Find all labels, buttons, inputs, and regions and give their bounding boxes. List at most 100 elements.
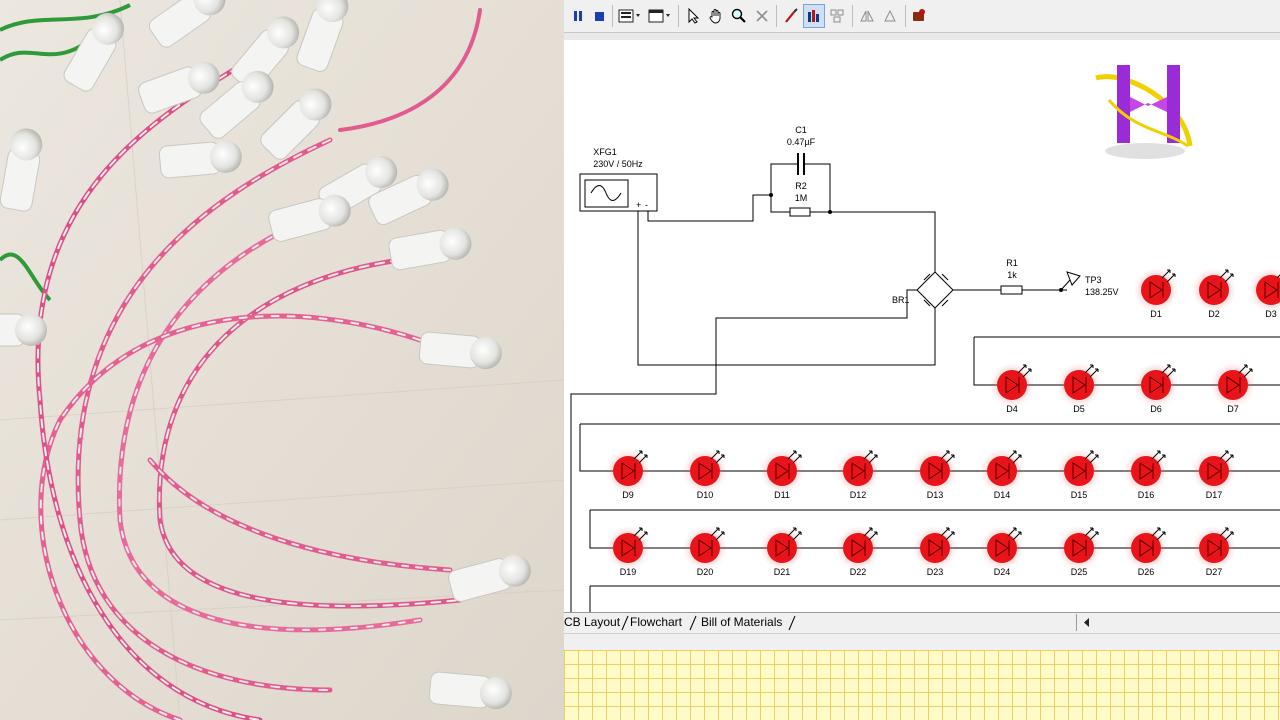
led-body	[767, 533, 797, 563]
led-d9[interactable]: D9	[606, 449, 650, 500]
hand-icon	[709, 9, 721, 24]
light-emission-arrows-icon	[1219, 527, 1234, 541]
diode-symbol	[1005, 376, 1020, 394]
bridge-rectifier-br1[interactable]: BR1	[892, 265, 958, 317]
diode-symbol	[1149, 281, 1164, 299]
pan-hand-button[interactable]	[705, 4, 727, 28]
led-d10[interactable]: D10	[683, 449, 727, 500]
grapher-button[interactable]	[803, 4, 825, 28]
led-d26[interactable]: D26	[1124, 526, 1168, 577]
led-d17[interactable]: D17	[1192, 449, 1236, 500]
view-options-button[interactable]	[646, 4, 674, 28]
view-options-icon	[648, 9, 670, 23]
led-d27[interactable]: D27	[1192, 526, 1236, 577]
led-label: D19	[620, 567, 637, 577]
led-d20[interactable]: D20	[683, 526, 727, 577]
led-label: D7	[1227, 404, 1239, 414]
diode-symbol	[1072, 539, 1087, 557]
led-d16[interactable]: D16	[1124, 449, 1168, 500]
record-icon	[913, 9, 925, 21]
led-label: D15	[1071, 490, 1088, 500]
probe-tp3[interactable]: TP3 138.25V	[1060, 271, 1119, 297]
led-label: D21	[774, 567, 791, 577]
led-d19[interactable]: D19	[606, 526, 650, 577]
led-label: D25	[1071, 567, 1088, 577]
led-label: D24	[994, 567, 1011, 577]
rotate-button[interactable]	[879, 4, 901, 28]
tp3-ref: TP3	[1085, 275, 1102, 285]
led-body	[1256, 275, 1280, 305]
schematic-canvas[interactable]: XFG1 230V / 50Hz + - C1 0.47µF R2 1M	[564, 40, 1280, 612]
led-d3[interactable]: D3	[1249, 268, 1280, 319]
r1-value: 1k	[1007, 270, 1017, 280]
tab-flowchart[interactable]: Flowchart	[630, 615, 683, 629]
light-emission-arrows-icon	[940, 527, 955, 541]
led-body	[1131, 533, 1161, 563]
stop-button[interactable]	[589, 4, 609, 28]
r2-value: 1M	[795, 193, 808, 203]
led-label: D12	[850, 490, 867, 500]
panel-divider	[564, 633, 1280, 651]
light-emission-arrows-icon	[1084, 450, 1099, 464]
led-body	[1199, 456, 1229, 486]
resistor-r1[interactable]: R1 1k	[1000, 258, 1023, 295]
circuit-simulator-window: XFG1 230V / 50Hz + - C1 0.47µF R2 1M	[564, 0, 1280, 720]
led-d13[interactable]: D13	[913, 449, 957, 500]
led-d22[interactable]: D22	[836, 526, 880, 577]
led-d23[interactable]: D23	[913, 526, 957, 577]
tab-pcb-layout[interactable]: CB Layout	[564, 615, 621, 629]
led-string-photo	[0, 0, 564, 720]
delete-button[interactable]	[751, 4, 773, 28]
led-d1[interactable]: D1	[1134, 268, 1178, 319]
led-label: D9	[622, 490, 634, 500]
led-d12[interactable]: D12	[836, 449, 880, 500]
flip-button[interactable]	[856, 4, 878, 28]
resistor-r2[interactable]: R2 1M	[789, 181, 811, 217]
led-label: D10	[697, 490, 714, 500]
tp3-value: 138.25V	[1085, 287, 1119, 297]
component-list-button[interactable]	[616, 4, 644, 28]
diode-symbol	[1207, 281, 1222, 299]
led-label: D20	[697, 567, 714, 577]
led-d7[interactable]: D7	[1211, 363, 1255, 414]
spreadsheet-grid-panel[interactable]	[564, 650, 1280, 720]
pause-button[interactable]	[568, 4, 588, 28]
led-d21[interactable]: D21	[760, 526, 804, 577]
diode-symbol	[1072, 462, 1087, 480]
led-d15[interactable]: D15	[1057, 449, 1101, 500]
record-button[interactable]	[908, 4, 930, 28]
led-body	[1141, 370, 1171, 400]
led-body	[767, 456, 797, 486]
led-body	[843, 533, 873, 563]
scroll-left-icon[interactable]	[1077, 614, 1097, 631]
select-pointer-button[interactable]	[682, 4, 704, 28]
light-emission-arrows-icon	[863, 450, 878, 464]
tab-separator	[689, 615, 697, 631]
led-d5[interactable]: D5	[1057, 363, 1101, 414]
led-d24[interactable]: D24	[980, 526, 1024, 577]
led-d25[interactable]: D25	[1057, 526, 1101, 577]
light-emission-arrows-icon	[1007, 527, 1022, 541]
component-list-icon	[618, 9, 640, 23]
probe-button[interactable]	[780, 4, 802, 28]
led-label: D2	[1208, 309, 1220, 319]
led-d11[interactable]: D11	[760, 449, 804, 500]
capacitor-c1[interactable]: C1 0.47µF	[777, 125, 816, 175]
horizontal-scrollbar[interactable]	[1076, 614, 1280, 631]
c1-ref: C1	[795, 125, 807, 135]
led-d14[interactable]: D14	[980, 449, 1024, 500]
postprocessor-button[interactable]	[826, 4, 848, 28]
light-emission-arrows-icon	[1151, 527, 1166, 541]
zoom-button[interactable]	[728, 4, 750, 28]
light-emission-arrows-icon	[1007, 450, 1022, 464]
tab-bill-of-materials[interactable]: Bill of Materials	[701, 615, 783, 629]
diode-symbol	[775, 462, 790, 480]
led-d4[interactable]: D4	[990, 363, 1034, 414]
diode-symbol	[698, 539, 713, 557]
led-d2[interactable]: D2	[1192, 268, 1236, 319]
function-generator-xfg1[interactable]: XFG1 230V / 50Hz + -	[579, 147, 658, 212]
led-string-photo-drawing	[0, 0, 564, 720]
led-body	[690, 456, 720, 486]
led-body	[690, 533, 720, 563]
led-d6[interactable]: D6	[1134, 363, 1178, 414]
